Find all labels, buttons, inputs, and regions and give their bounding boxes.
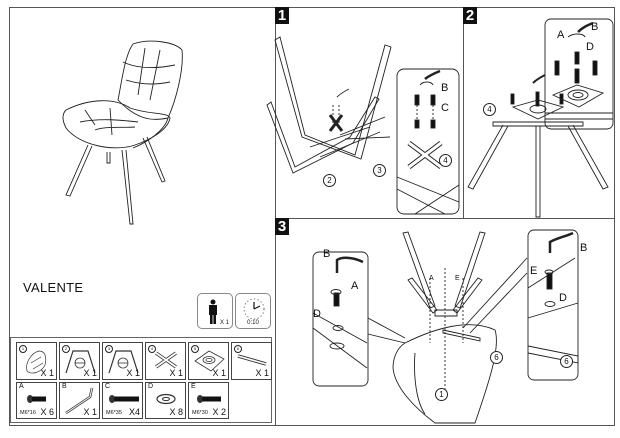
component-leg-frame-3: 3 X 1: [102, 342, 143, 380]
callout-allen-key: B: [323, 248, 331, 260]
step-1-panel: 1 B C 4 2 3: [266, 7, 464, 219]
component-swivel-plate: 5 X 1: [188, 342, 229, 380]
part-number: 1: [19, 345, 27, 353]
callout-small-e: E: [455, 275, 460, 282]
step-2-panel: 2 B A D 4: [463, 7, 615, 219]
callout-bolt: A: [557, 29, 565, 41]
qty: X 1: [255, 368, 269, 378]
callout-washer: D: [586, 41, 594, 53]
assembly-time: 0:10: [247, 320, 259, 326]
clock-icon: [243, 298, 265, 320]
support-bar-icon: [237, 354, 267, 366]
persons-required-box: X 1: [197, 293, 233, 329]
qty: X 1: [40, 368, 54, 378]
callout-part: 3: [373, 164, 386, 177]
person-icon: [209, 299, 217, 324]
step-3-panel: 3: [275, 218, 615, 426]
step-number: 1: [275, 7, 289, 24]
leg-frame-icon: [108, 350, 139, 374]
callout-part: 4: [483, 103, 496, 116]
hardware-bolt-e: E M6*30 X 2: [188, 382, 229, 419]
qty: X 1: [83, 407, 97, 417]
callout-bolt-a: A: [351, 280, 359, 292]
callout-allen-key: B: [591, 21, 599, 33]
qty: X 1: [126, 368, 140, 378]
qty: X 6: [40, 407, 54, 417]
qty: X 1: [212, 368, 226, 378]
hardware-code: E: [191, 383, 196, 390]
component-support-bar: 6 X 1: [231, 342, 272, 380]
part-number: 3: [105, 345, 113, 353]
step-1-diagram: [266, 36, 460, 215]
allen-key-icon: [65, 387, 94, 415]
callout-part: 4: [439, 154, 452, 167]
component-leg-frame-2: 2 X 1: [59, 342, 100, 380]
qty: X 2: [212, 407, 226, 417]
washer-icon: [156, 393, 176, 405]
cross-bracket-icon: [154, 351, 178, 369]
callout-allen-key: B: [441, 82, 449, 94]
hardware-code: A: [19, 383, 24, 390]
page-frame: [9, 7, 615, 426]
part-number: 2: [62, 345, 70, 353]
persons-count: X 1: [219, 320, 229, 326]
swivel-plate-icon: [194, 350, 225, 372]
product-name: VALENTE: [23, 280, 84, 295]
component-seat: 1 X 1: [16, 342, 57, 380]
step-number: 3: [275, 218, 289, 235]
part-number: 5: [191, 345, 199, 353]
hardware-bolt-c: C M6*35 X4: [102, 382, 143, 419]
hardware-bolt-a: A M6*16 X 6: [16, 382, 57, 419]
qty: X 1: [83, 368, 97, 378]
hardware-spec: M6*30: [192, 410, 208, 416]
hardware-washer: D X 8: [145, 382, 186, 419]
hardware-code: D: [148, 383, 154, 390]
parts-list: 1 X 1 2 X 1 3 X 1 4 X 1 5 X 1 6 X 1 A M6…: [10, 337, 272, 423]
callout-allen-key: B: [580, 242, 588, 254]
callout-part-bar: 6: [490, 351, 503, 364]
step-number: 2: [463, 7, 477, 24]
hardware-allen-key: B X 1: [59, 382, 100, 419]
hardware-code: B: [62, 383, 67, 390]
callout-part: 2: [323, 174, 336, 187]
callout-bolt: C: [441, 102, 449, 114]
bolt-icon: [197, 395, 221, 403]
product-overview-panel: VALENTE: [9, 7, 276, 426]
hardware-spec: M6*35: [106, 410, 122, 416]
qty: X 1: [169, 368, 183, 378]
leg-frame-icon: [65, 350, 96, 374]
callout-bolt-e: E: [530, 265, 538, 277]
callout-small-a: A: [429, 275, 434, 282]
component-cross-bracket: 4 X 1: [145, 342, 186, 380]
seat-icon: [26, 350, 47, 374]
part-number: 6: [234, 345, 242, 353]
assembly-time-box: 0:10: [235, 293, 271, 329]
callout-part-seat: 1: [435, 388, 448, 401]
qty: X4: [128, 407, 140, 417]
chair-illustration: [62, 40, 183, 225]
hardware-spec: M6*16: [20, 410, 36, 416]
bolt-icon: [109, 395, 139, 403]
callout-washer: D: [313, 308, 321, 320]
part-number: 4: [148, 345, 156, 353]
step-2-diagram: [467, 18, 614, 218]
step-3-diagram: [312, 229, 579, 424]
bolt-icon: [27, 395, 46, 403]
callout-washer: D: [559, 292, 567, 304]
callout-part-bar: 6: [560, 355, 573, 368]
qty: X 8: [169, 407, 183, 417]
hardware-code: C: [105, 383, 111, 390]
